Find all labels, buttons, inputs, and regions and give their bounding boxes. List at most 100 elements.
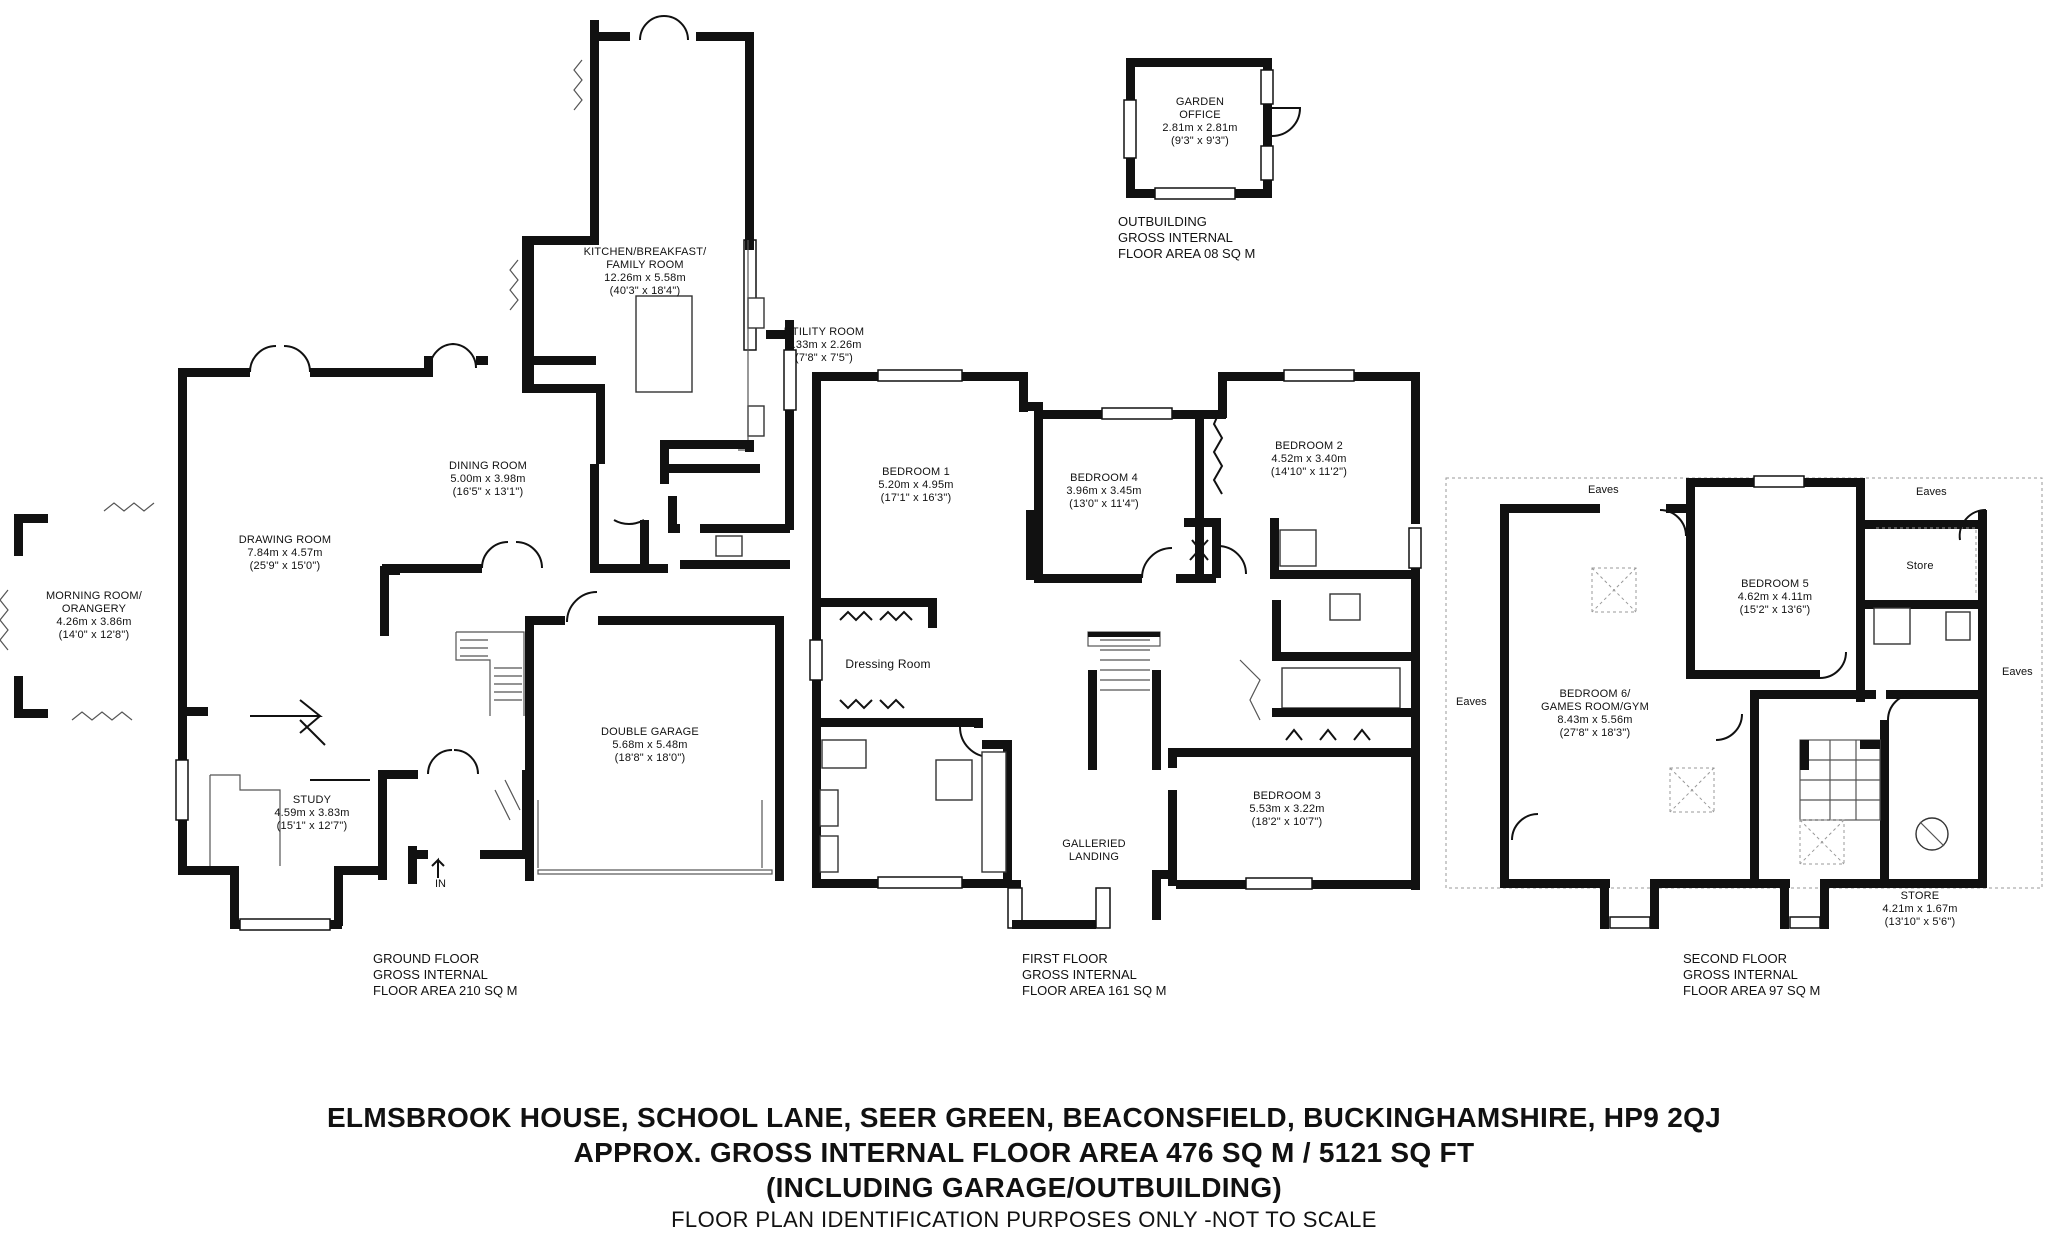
- room-dimensions-metric: 3.96m x 3.45m: [1066, 485, 1142, 497]
- room-dimensions-metric: 5.20m x 4.95m: [878, 479, 954, 491]
- room-dimensions-imperial: (25'9" x 15'0"): [249, 560, 321, 572]
- room-dimensions-imperial: (13'10" x 5'6"): [1884, 916, 1956, 928]
- room-dimensions-imperial: (17'1" x 16'3"): [880, 492, 952, 504]
- room-dimensions-imperial: (13'0" x 11'4"): [1069, 498, 1139, 510]
- eaves-label: Eaves: [1588, 484, 1619, 496]
- room-dimensions-imperial: (40'3" x 18'4"): [609, 285, 681, 297]
- floor-area-caption: GROSS INTERNAL: [1683, 967, 1798, 982]
- room-dimensions-imperial: (18'2" x 10'7"): [1251, 816, 1323, 828]
- floor-name: SECOND FLOOR: [1683, 951, 1788, 966]
- eaves-label: Eaves: [1916, 486, 1947, 498]
- room-label-dining-room: DINING ROOM 5.00m x 3.98m (16'5" x 13'1"…: [428, 460, 548, 499]
- room-label-morning-room: MORNING ROOM/ ORANGERY 4.26m x 3.86m (14…: [34, 590, 154, 642]
- room-label-study: STUDY 4.59m x 3.83m (15'1" x 12'7"): [262, 794, 362, 833]
- room-dimensions-metric: 2.33m x 2.26m: [786, 339, 862, 351]
- eaves-label: Eaves: [2002, 666, 2033, 678]
- floor-name: OUTBUILDING: [1118, 214, 1207, 229]
- ground-floor-plan: [0, 15, 797, 931]
- first-floor-plan: [809, 369, 1422, 929]
- floor-area-caption: GROSS INTERNAL: [1022, 967, 1137, 982]
- room-label-bedroom-6: BEDROOM 6/ GAMES ROOM/GYM 8.43m x 5.56m …: [1530, 688, 1660, 740]
- room-dimensions-imperial: (27'8" x 18'3"): [1559, 727, 1631, 739]
- room-label-store-small: Store: [1890, 560, 1950, 573]
- room-label-galleried-landing: GALLERIED LANDING: [1044, 838, 1144, 864]
- room-dimensions-metric: 5.53m x 3.22m: [1249, 803, 1325, 815]
- room-dimensions-imperial: (9'3" x 9'3"): [1170, 135, 1230, 147]
- room-name: BEDROOM 2: [1275, 440, 1343, 452]
- room-dimensions-metric: 4.59m x 3.83m: [274, 807, 350, 819]
- footer: ELMSBROOK HOUSE, SCHOOL LANE, SEER GREEN…: [0, 1100, 2048, 1235]
- room-dimensions-metric: 2.81m x 2.81m: [1162, 122, 1238, 134]
- room-dimensions-metric: 5.00m x 3.98m: [450, 473, 526, 485]
- room-label-utility-room: UTILITY ROOM 2.33m x 2.26m (7'8" x 7'5"): [774, 326, 874, 365]
- room-name: BEDROOM 5: [1741, 578, 1809, 590]
- room-name: GALLERIED: [1062, 838, 1126, 850]
- room-dimensions-metric: 4.26m x 3.86m: [56, 616, 132, 628]
- room-name: UTILITY ROOM: [783, 326, 865, 338]
- room-name: BEDROOM 4: [1070, 472, 1138, 484]
- room-dimensions-imperial: (14'10" x 11'2"): [1270, 466, 1348, 478]
- room-name: GARDEN: [1175, 96, 1225, 108]
- room-label-bedroom-2: BEDROOM 2 4.52m x 3.40m (14'10" x 11'2"): [1254, 440, 1364, 479]
- floor-name: FIRST FLOOR: [1022, 951, 1108, 966]
- room-label-garden-office: GARDEN OFFICE 2.81m x 2.81m (9'3" x 9'3"…: [1150, 96, 1250, 148]
- second-floor-plan: [1445, 475, 2043, 929]
- room-label-bedroom-5: BEDROOM 5 4.62m x 4.11m (15'2" x 13'6"): [1720, 578, 1830, 617]
- room-name: BEDROOM 1: [882, 466, 950, 478]
- room-name: GAMES ROOM/GYM: [1541, 701, 1649, 713]
- room-dimensions-imperial: (14'0" x 12'8"): [58, 629, 130, 641]
- total-area-title: APPROX. GROSS INTERNAL FLOOR AREA 476 SQ…: [573, 1137, 1475, 1168]
- disclaimer: FLOOR PLAN IDENTIFICATION PURPOSES ONLY …: [671, 1207, 1377, 1232]
- room-dimensions-metric: 5.68m x 5.48m: [612, 739, 688, 751]
- room-label-store: STORE 4.21m x 1.67m (13'10" x 5'6"): [1870, 890, 1970, 929]
- floor-area-value: FLOOR AREA 161 SQ M: [1022, 983, 1167, 998]
- outbuilding-plan: [1123, 58, 1302, 200]
- room-name: OFFICE: [1179, 109, 1221, 121]
- address-title: ELMSBROOK HOUSE, SCHOOL LANE, SEER GREEN…: [326, 1102, 1722, 1133]
- room-dimensions-imperial: (7'8" x 7'5"): [794, 352, 854, 364]
- room-label-bedroom-4: BEDROOM 4 3.96m x 3.45m (13'0" x 11'4"): [1054, 472, 1154, 511]
- room-label-bedroom-1: BEDROOM 1 5.20m x 4.95m (17'1" x 16'3"): [866, 466, 966, 505]
- room-dimensions-metric: 7.84m x 4.57m: [247, 547, 323, 559]
- room-dimensions-metric: 4.62m x 4.11m: [1737, 591, 1813, 603]
- room-name: BEDROOM 6/: [1559, 688, 1631, 700]
- room-name: Dressing Room: [845, 657, 931, 671]
- floor-area-caption: GROSS INTERNAL: [1118, 230, 1233, 245]
- floor-name: GROUND FLOOR: [373, 951, 480, 966]
- floor-area-value: FLOOR AREA 97 SQ M: [1683, 983, 1821, 998]
- room-name: STUDY: [292, 794, 332, 806]
- room-label-double-garage: DOUBLE GARAGE 5.68m x 5.48m (18'8" x 18'…: [600, 726, 700, 765]
- floor-area-caption: GROSS INTERNAL: [373, 967, 488, 982]
- room-name: DINING ROOM: [449, 460, 527, 472]
- floor-label-second: SECOND FLOOR GROSS INTERNAL FLOOR AREA 9…: [1683, 951, 1820, 999]
- room-dimensions-metric: 4.52m x 3.40m: [1271, 453, 1347, 465]
- room-label-drawing-room: DRAWING ROOM 7.84m x 4.57m (25'9" x 15'0…: [220, 534, 350, 573]
- area-note: (INCLUDING GARAGE/OUTBUILDING): [765, 1172, 1283, 1203]
- room-name: MORNING ROOM/: [45, 590, 143, 602]
- room-name: ORANGERY: [61, 603, 127, 615]
- room-label-dressing-room: Dressing Room: [838, 658, 938, 671]
- room-dimensions-metric: 12.26m x 5.58m: [604, 272, 686, 284]
- room-name: LANDING: [1068, 851, 1120, 863]
- room-dimensions-imperial: (16'5" x 13'1"): [452, 486, 524, 498]
- room-dimensions-imperial: (18'8" x 18'0"): [614, 752, 686, 764]
- room-name: KITCHEN/BREAKFAST/: [583, 246, 707, 258]
- room-dimensions-imperial: (15'1" x 12'7"): [276, 820, 348, 832]
- floor-area-value: FLOOR AREA 210 SQ M: [373, 983, 518, 998]
- room-dimensions-imperial: (15'2" x 13'6"): [1739, 604, 1811, 616]
- eaves-label: Eaves: [1456, 696, 1487, 708]
- room-name: BEDROOM 3: [1253, 790, 1321, 802]
- room-label-bedroom-3: BEDROOM 3 5.53m x 3.22m (18'2" x 10'7"): [1232, 790, 1342, 829]
- room-name: Store: [1906, 560, 1934, 572]
- room-name: DRAWING ROOM: [238, 534, 332, 546]
- floor-label-outbuilding: OUTBUILDING GROSS INTERNAL FLOOR AREA 08…: [1118, 214, 1255, 262]
- room-dimensions-metric: 8.43m x 5.56m: [1557, 714, 1633, 726]
- room-name: STORE: [1900, 890, 1940, 902]
- floor-label-ground: GROUND FLOOR GROSS INTERNAL FLOOR AREA 2…: [373, 951, 518, 999]
- floor-area-value: FLOOR AREA 08 SQ M: [1118, 246, 1256, 261]
- entrance-label: IN: [435, 878, 446, 890]
- room-name: DOUBLE GARAGE: [601, 726, 699, 738]
- room-dimensions-metric: 4.21m x 1.67m: [1882, 903, 1958, 915]
- room-name: FAMILY ROOM: [606, 259, 684, 271]
